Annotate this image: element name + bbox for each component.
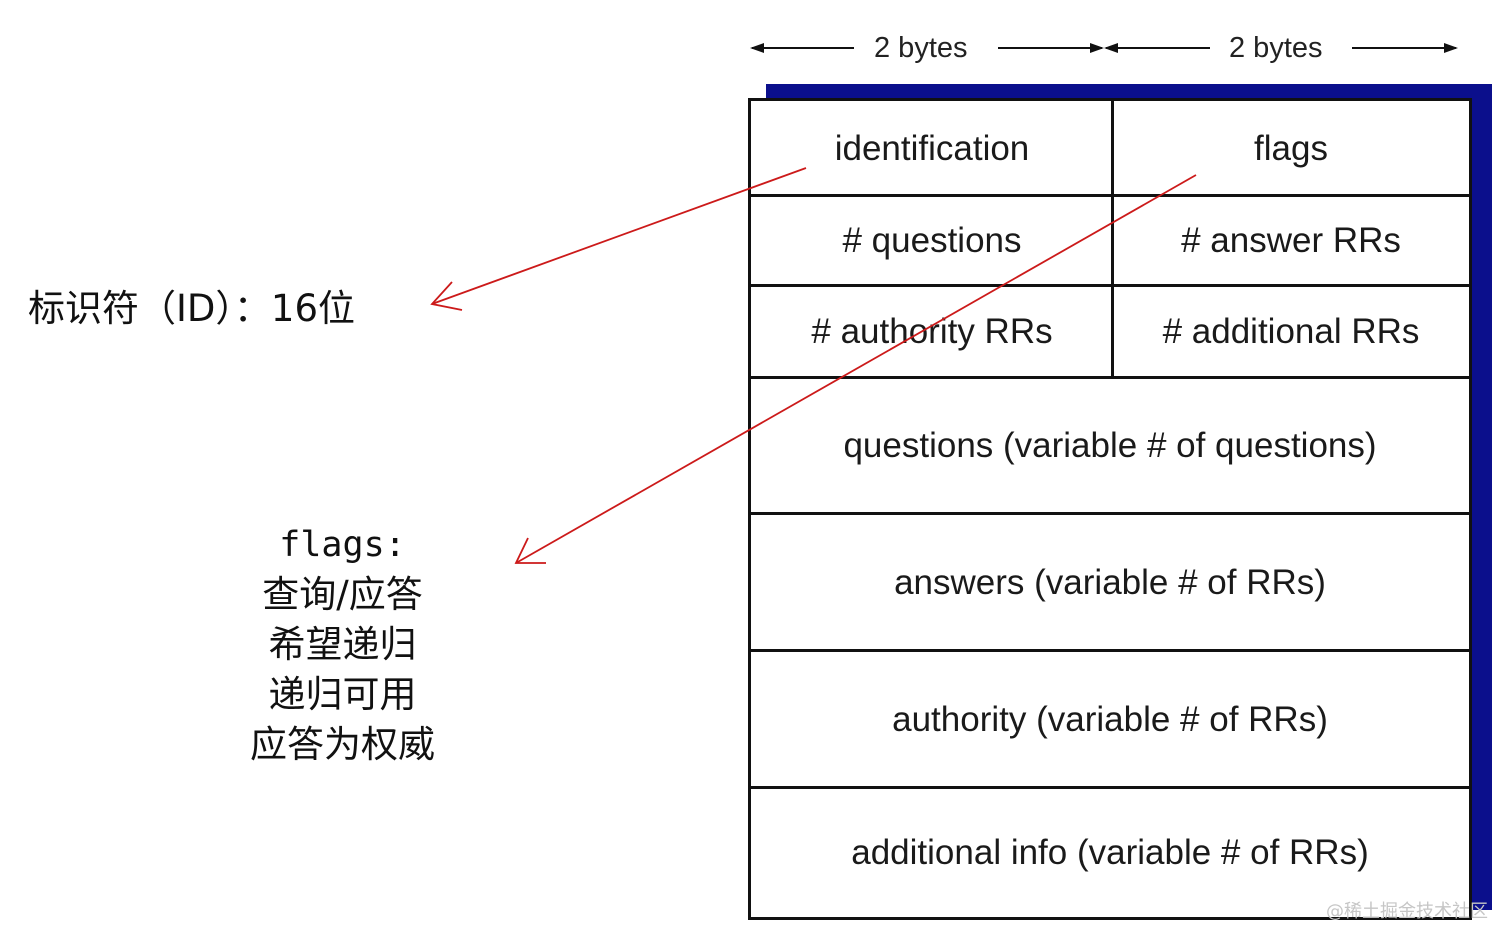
row-divider xyxy=(751,194,1469,197)
width-label-left: 2 bytes xyxy=(868,28,974,68)
flags-annotation: flags: 查询/应答 希望递归 递归可用 应答为权威 xyxy=(200,520,485,770)
id-annotation: 标识符（ID）：16位 xyxy=(28,287,355,330)
flags-item-query-response: 查询/应答 xyxy=(262,573,423,616)
arrowhead-flags-note xyxy=(514,537,546,564)
section-answers: answers (variable # of RRs) xyxy=(894,562,1326,602)
flags-item-authoritative-reply: 应答为权威 xyxy=(250,723,435,766)
watermark: @稀土掘金技术社区 xyxy=(1326,901,1488,922)
cell-num-authority-rrs: # authority RRs xyxy=(811,312,1053,351)
cell-identification: identification xyxy=(834,128,1030,168)
row-divider xyxy=(751,512,1469,515)
arrowhead-id-note xyxy=(430,281,463,311)
flags-item-recursion-available: 递归可用 xyxy=(268,673,417,716)
cell-flags: flags xyxy=(1254,128,1328,168)
section-questions: questions (variable # of questions) xyxy=(843,426,1377,465)
section-additional-info: additional info (variable # of RRs) xyxy=(851,832,1369,872)
cell-num-answer-rrs: # answer RRs xyxy=(1181,221,1401,260)
width-label-right: 2 bytes xyxy=(1223,28,1329,68)
section-authority: authority (variable # of RRs) xyxy=(892,699,1328,739)
dns-message-table: identification flags # questions # answe… xyxy=(748,98,1472,920)
flags-annotation-title: flags: xyxy=(279,525,406,565)
flags-item-recursion-desired: 希望递归 xyxy=(268,623,417,666)
cell-num-questions: # questions xyxy=(842,221,1022,260)
row-divider xyxy=(751,284,1469,287)
column-divider xyxy=(1111,101,1114,378)
row-divider xyxy=(751,649,1469,652)
row-divider xyxy=(751,786,1469,789)
cell-num-additional-rrs: # additional RRs xyxy=(1162,312,1420,351)
row-divider xyxy=(751,376,1469,379)
